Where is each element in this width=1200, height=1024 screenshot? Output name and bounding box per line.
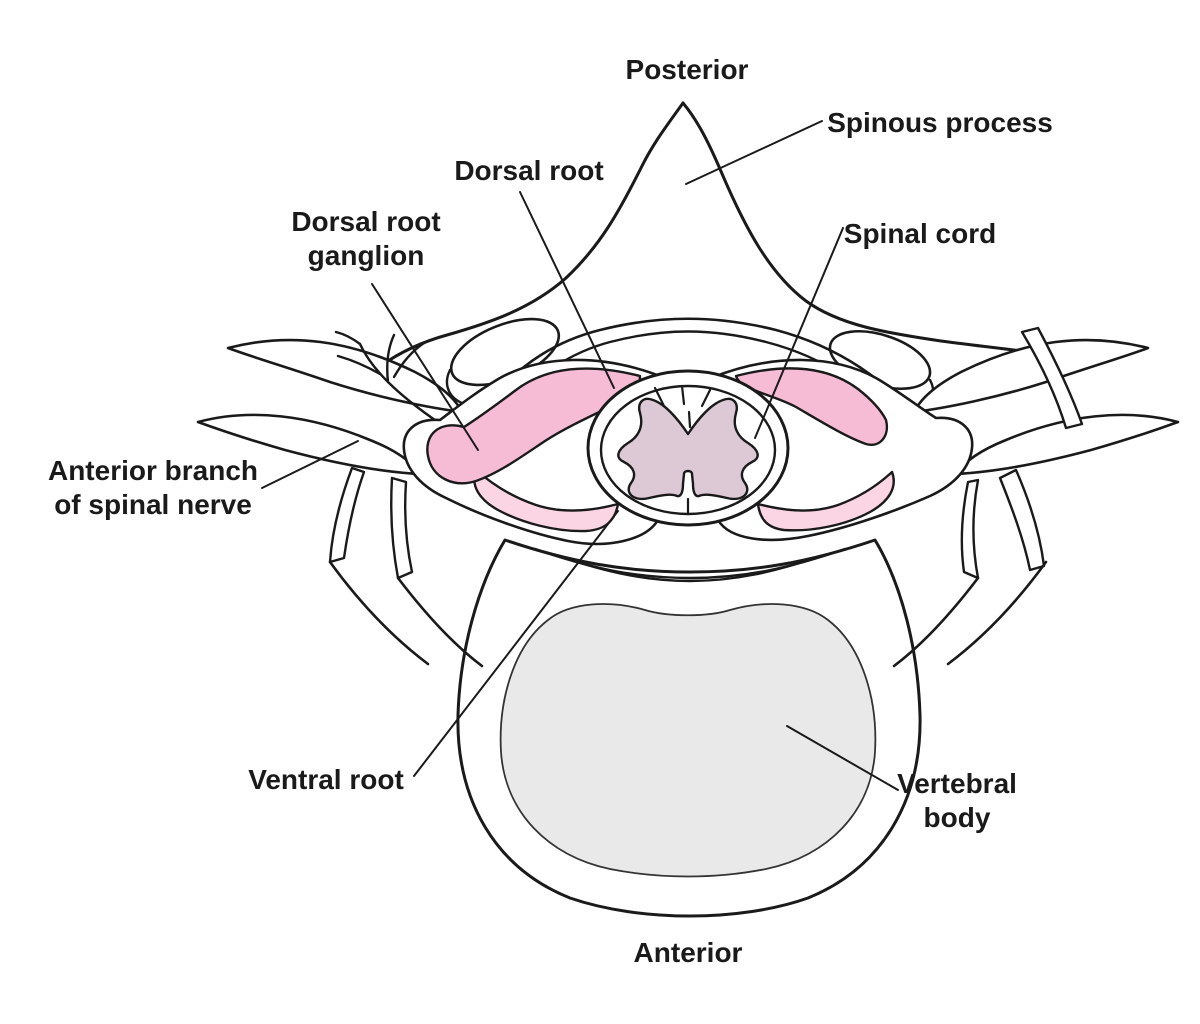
spinous-process-shape	[372, 101, 685, 373]
right-nerve-leaf-upper	[912, 338, 1150, 414]
right-crossing-strap	[1020, 326, 1084, 430]
left-nerve-leaf-upper	[226, 338, 464, 414]
lamina-right-shape	[681, 101, 1060, 358]
right-strut-a	[998, 468, 1046, 572]
label-posterior: Posterior	[625, 53, 749, 85]
leader-spinal-cord	[754, 227, 844, 439]
left-strut-a	[328, 466, 366, 564]
right-descending-line-1	[946, 560, 1048, 666]
right-root-sleeve	[709, 358, 974, 542]
gray-matter-butterfly	[617, 397, 759, 501]
label-anterior-branch: Anterior branch of spinal nerve	[47, 454, 259, 520]
leader-dorsal-root	[519, 191, 615, 389]
foramen-ring-outer	[488, 317, 927, 432]
left-descending-line-1	[328, 560, 430, 666]
label-spinous-process: Spinous process	[827, 106, 1053, 138]
dorsal-sulcus-fan-lines	[653, 384, 712, 429]
label-anterior: Anterior	[633, 936, 743, 968]
leader-lines	[261, 120, 899, 791]
label-dorsal-root: Dorsal root	[454, 154, 604, 186]
left-strut-b	[390, 476, 414, 580]
left-descending-line-2	[396, 576, 484, 668]
leader-spinous-process	[685, 120, 823, 185]
left-ventral-root-band	[473, 468, 620, 533]
label-vertebral-body: Vertebral body	[897, 767, 1017, 833]
leader-dorsal-root-ganglion	[371, 283, 479, 451]
right-dorsal-root-band	[734, 367, 889, 446]
leader-ventral-root	[413, 510, 619, 777]
vertebral-body-gray-core	[499, 603, 877, 878]
canal-floor-arc-3	[560, 555, 820, 583]
label-ventral-root: Ventral root	[248, 763, 404, 795]
right-ventral-root-band	[756, 470, 895, 532]
label-dorsal-root-ganglion: Dorsal root ganglion	[291, 205, 441, 271]
right-strut-b	[960, 478, 980, 580]
leader-anterior-branch	[261, 440, 359, 489]
leader-vertebral-body	[786, 725, 899, 791]
label-spinal-cord: Spinal cord	[843, 217, 997, 249]
right-descending-line-2	[892, 576, 980, 668]
